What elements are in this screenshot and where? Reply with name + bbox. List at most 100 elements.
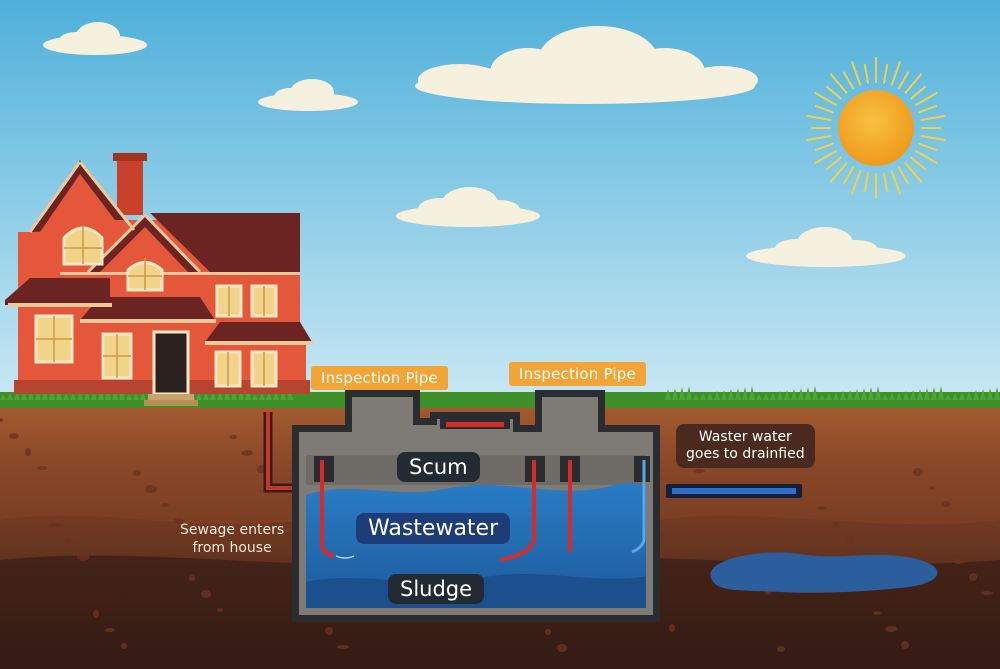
- grass-blade: [952, 393, 958, 400]
- pebble: [257, 465, 265, 473]
- grass-blade: [77, 392, 83, 400]
- pebble: [337, 645, 349, 649]
- pebble: [105, 628, 115, 632]
- grass-blade: [994, 387, 1000, 400]
- grass-blade: [945, 394, 951, 400]
- sun-ray: [814, 142, 834, 151]
- pebble: [669, 624, 675, 632]
- grass-blade: [868, 387, 874, 400]
- grass-blade: [203, 392, 209, 400]
- sun-ray: [825, 156, 842, 171]
- inlet-pipe: [263, 412, 300, 493]
- drainfield-note: Waster water goes to drainfied: [676, 424, 815, 468]
- sun-ray: [830, 73, 848, 94]
- soil-pebbles: [0, 418, 993, 652]
- grass-blade: [728, 389, 734, 400]
- grass-blade: [217, 390, 223, 400]
- grass-blade: [735, 388, 741, 400]
- drainfield-pool: [710, 552, 938, 593]
- scum-label: Scum: [397, 452, 480, 482]
- soil-layer: [0, 465, 300, 525]
- pebble: [953, 558, 965, 564]
- grass-blade: [672, 388, 678, 400]
- pebble: [929, 486, 935, 490]
- sun-ray: [843, 166, 854, 185]
- inspection-pipe-label-right: Inspection Pipe: [509, 362, 646, 386]
- grass-blade: [973, 390, 979, 400]
- pebble: [901, 641, 909, 649]
- sun-ray: [914, 92, 938, 106]
- grass-blade: [917, 389, 923, 400]
- sun-ray: [863, 172, 870, 193]
- grass-blade: [665, 389, 671, 400]
- grass-blade: [763, 393, 769, 400]
- pebble: [981, 591, 993, 595]
- grass-blade: [0, 394, 6, 400]
- grass-blade: [791, 389, 797, 400]
- sewage-note-line-1: Sewage enters: [180, 522, 285, 538]
- grass-blade: [854, 389, 860, 400]
- pebble: [229, 435, 237, 439]
- soil-layer: [660, 465, 1000, 525]
- pebble: [173, 518, 185, 524]
- grass-blade: [196, 393, 202, 400]
- pebble: [941, 501, 951, 507]
- pebble: [189, 575, 195, 581]
- pebble: [201, 590, 211, 598]
- grass-blade: [924, 388, 930, 400]
- grass-blade: [798, 388, 804, 400]
- pebble: [845, 536, 855, 544]
- pebble: [133, 470, 141, 476]
- sun-ray: [918, 142, 938, 151]
- grass-blade: [875, 386, 881, 400]
- cloud-icon: [415, 26, 758, 104]
- pebble: [557, 644, 567, 652]
- grass-blade: [266, 392, 272, 400]
- grass-blade: [210, 391, 216, 400]
- grass-blade: [28, 390, 34, 400]
- grass-blade: [777, 391, 783, 400]
- grass-blade: [35, 389, 41, 400]
- sun-ray: [806, 134, 832, 142]
- grass-blade: [693, 394, 699, 400]
- grass-blade: [770, 392, 776, 400]
- pebble: [969, 573, 977, 581]
- sewage-note: Sewage enters from house: [180, 521, 284, 557]
- grass-blade: [7, 393, 13, 400]
- grass-blade: [826, 393, 832, 400]
- pebble: [325, 627, 333, 635]
- pebble: [93, 610, 99, 618]
- grass-blade: [721, 390, 727, 400]
- grass-blade: [931, 387, 937, 400]
- grass-blade: [987, 388, 993, 400]
- pebble: [9, 433, 19, 439]
- cloud-icon: [746, 227, 906, 267]
- grass-blade: [133, 393, 139, 400]
- grass-blade: [861, 388, 867, 400]
- sun-ray: [882, 63, 889, 84]
- sun-ray: [914, 150, 938, 164]
- grass-blade: [259, 393, 265, 400]
- grass-blade: [273, 391, 279, 400]
- cloud-icon: [396, 187, 540, 227]
- grass-blade: [896, 392, 902, 400]
- drainfield-note-line-1: Waster water: [698, 429, 792, 445]
- grass-blade: [98, 389, 104, 400]
- sun-ray: [920, 114, 946, 122]
- grass-blade: [224, 389, 230, 400]
- drainfield-note-line-2: goes to drainfied: [686, 446, 805, 462]
- sun-ray: [814, 150, 838, 164]
- grass-blade: [742, 387, 748, 400]
- pebble: [121, 643, 127, 649]
- sun-ray: [890, 170, 901, 195]
- sun-ray: [920, 134, 946, 142]
- grass-blade: [882, 394, 888, 400]
- pebble: [269, 522, 279, 530]
- grass-blade: [840, 391, 846, 400]
- grass-blade: [903, 391, 909, 400]
- grass-blade: [819, 394, 825, 400]
- sun-ray: [863, 63, 870, 84]
- pebble: [817, 506, 827, 510]
- sludge-label: Sludge: [388, 574, 485, 604]
